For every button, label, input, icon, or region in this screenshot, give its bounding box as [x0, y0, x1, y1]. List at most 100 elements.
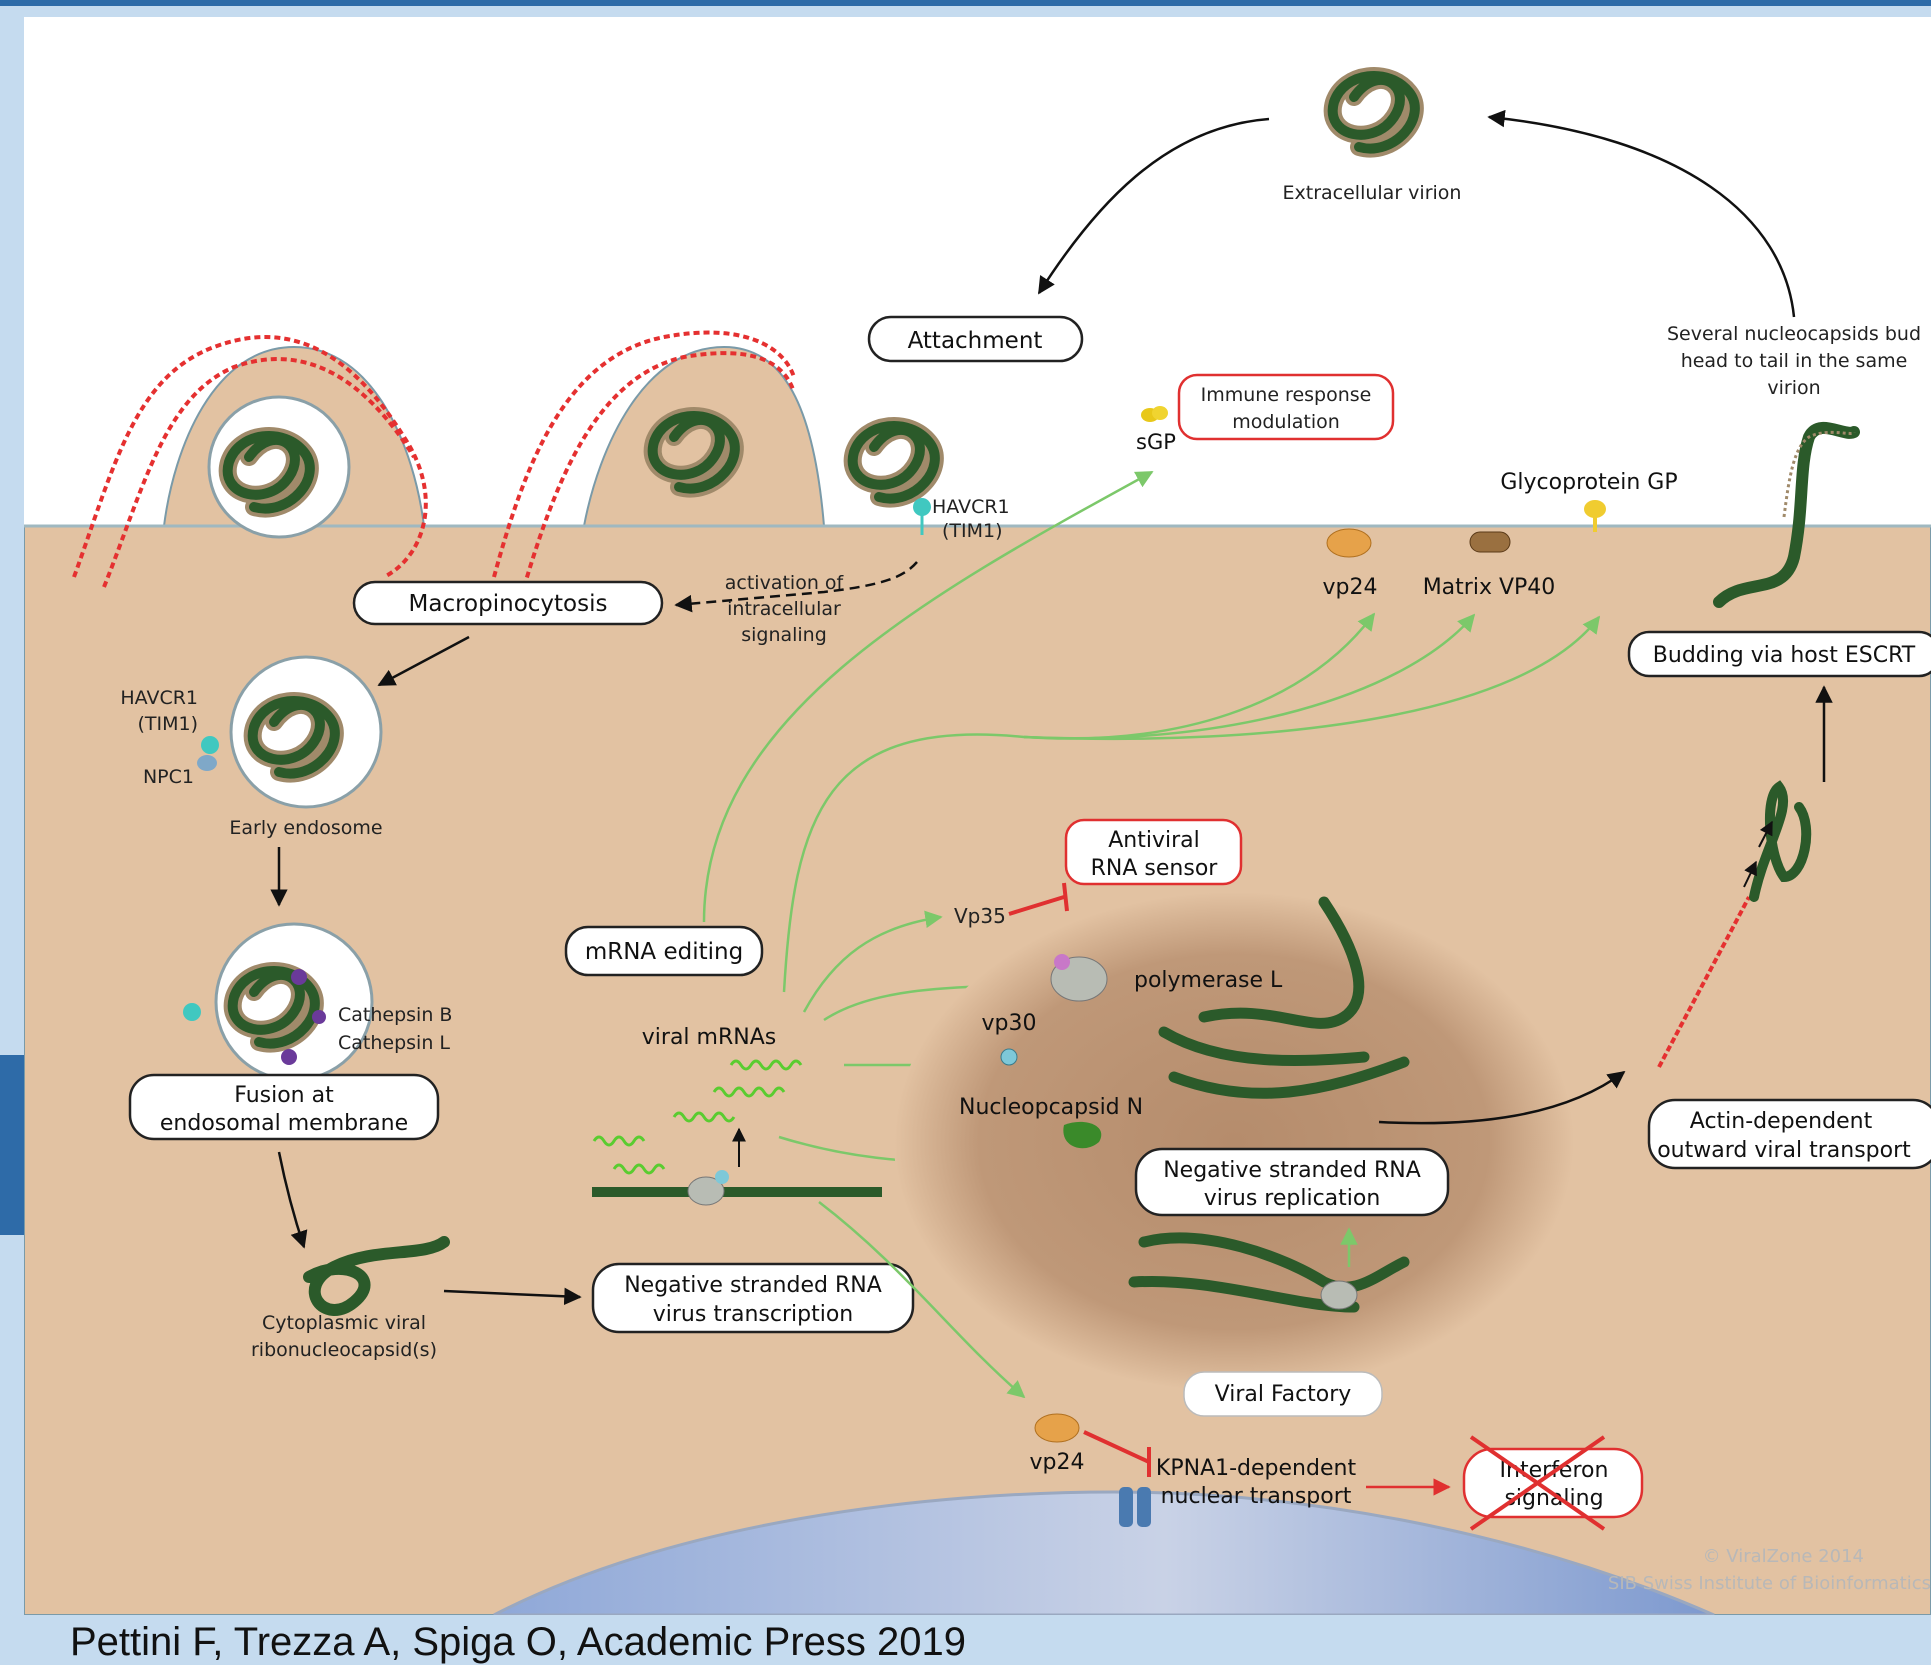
- sgp-icon-2: [1152, 406, 1168, 420]
- transcription-box: [591, 1262, 915, 1334]
- macropinocytosis-box: [352, 580, 664, 626]
- transcription-polymerase-icon: [687, 1176, 725, 1206]
- several-nucleocapsids-label-3: virion: [1767, 377, 1820, 399]
- immune-response-label-1: Immune response: [1201, 384, 1372, 406]
- arrow-to-attachment: [1037, 117, 1270, 295]
- cathepsin-l-label: Cathepsin L: [338, 1032, 450, 1054]
- matrix-vp40-icon: [1469, 531, 1511, 553]
- transcription-label-1: Negative stranded RNA: [624, 1273, 882, 1298]
- dashed-signaling-arrow: [674, 561, 918, 613]
- havcr1-label: HAVCR1: [932, 496, 1010, 518]
- top-border: [0, 0, 1931, 6]
- vp24-top-icon: [1326, 528, 1372, 558]
- cathepsin-b-label: Cathepsin B: [338, 1004, 452, 1026]
- kpna1-label-1: KPNA1-dependent: [1156, 1456, 1357, 1481]
- several-nucleocapsids-label-1: Several nucleocapsids bud: [1667, 323, 1921, 345]
- vp35-inhibition-bar: [1062, 882, 1069, 912]
- activation-label-1: activation of: [725, 572, 845, 594]
- mrna-editing-label: mRNA editing: [585, 939, 743, 965]
- vp24-bottom-icon: [1034, 1413, 1080, 1443]
- antiviral-sensor-box: [1064, 818, 1243, 886]
- vp24-bottom-label: vp24: [1030, 1450, 1085, 1475]
- replication-label-1: Negative stranded RNA: [1163, 1158, 1421, 1183]
- viral-lifecycle-diagram: Extracellular virion Attachment Several …: [24, 17, 1931, 1615]
- green-expression-arrows: [702, 470, 1601, 1399]
- sgp-label: sGP: [1136, 430, 1176, 454]
- viral-mrnas-label: viral mRNAs: [642, 1025, 776, 1050]
- cytoplasmic-label-1: Cytoplasmic viral: [262, 1312, 426, 1334]
- nucleocapsid-label: Nucleopcapsid N: [959, 1095, 1143, 1120]
- fusion-label-2: endosomal membrane: [160, 1111, 408, 1136]
- vp24-inhibition: [1083, 1430, 1150, 1464]
- replication-label-2: virus replication: [1204, 1186, 1381, 1211]
- vp30-bound-icon: [715, 1170, 729, 1184]
- diagram-frame: Extracellular virion Attachment Several …: [24, 17, 1931, 1615]
- receptor-late-icon: [183, 1003, 201, 1021]
- several-nucleocapsids-label-2: head to tail in the same: [1681, 350, 1908, 372]
- activation-label-3: signaling: [741, 624, 827, 646]
- fusion-label-1: Fusion at: [234, 1083, 334, 1108]
- replication-polymerase-icon: [1320, 1280, 1358, 1310]
- kpna1-label-2: nuclear transport: [1161, 1484, 1352, 1509]
- copyright-line-1: © ViralZone 2014: [1703, 1546, 1864, 1567]
- actin-label-1: Actin-dependent: [1690, 1109, 1873, 1134]
- immune-response-label-2: modulation: [1232, 411, 1340, 433]
- antiviral-label-2: RNA sensor: [1091, 856, 1219, 881]
- early-endosome-label: Early endosome: [229, 817, 382, 839]
- immune-response-box: [1177, 373, 1395, 441]
- arrow-to-early-endosome: [377, 635, 470, 687]
- budding-virion-envelope: [1782, 430, 1856, 518]
- nucleus: [493, 1490, 1715, 1615]
- tim1-label: (TIM1): [942, 520, 1003, 542]
- activation-label-2: intracellular: [727, 598, 841, 620]
- arrow-to-actin-transport: [1378, 1070, 1626, 1125]
- budding-virion: [1713, 421, 1860, 608]
- vp30-icon: [1000, 1048, 1018, 1066]
- attached-virion: [853, 426, 935, 499]
- attachment-label: Attachment: [908, 328, 1043, 354]
- glycoprotein-label: Glycoprotein GP: [1500, 470, 1677, 495]
- extracellular-virion-label: Extracellular virion: [1283, 182, 1462, 204]
- viral-factory-region: [894, 892, 1574, 1392]
- antiviral-label-1: Antiviral: [1108, 828, 1200, 853]
- transported-nucleocapsid: [1749, 780, 1812, 902]
- arrow-to-transcription: [443, 1287, 582, 1306]
- npc1-label: NPC1: [143, 766, 194, 788]
- viral-factory-box: [1183, 1371, 1383, 1417]
- transport-arrow-2: [1758, 820, 1773, 848]
- fusion-box: [128, 1073, 440, 1141]
- arrow-to-ribonucleocapsid: [277, 1151, 308, 1249]
- replication-box: [1134, 1147, 1450, 1217]
- left-accent-strip: [0, 1055, 24, 1235]
- attachment-box: [867, 315, 1084, 363]
- polymerase-cap-icon: [1054, 954, 1070, 970]
- viral-factory-label: Viral Factory: [1215, 1382, 1352, 1407]
- budding-label: Budding via host ESCRT: [1653, 643, 1916, 668]
- extracellular-virion-icon: [1333, 76, 1415, 149]
- vp35-label: Vp35: [954, 904, 1006, 928]
- cathepsin-l-icon: [281, 1049, 297, 1065]
- vp24-top-label: vp24: [1323, 575, 1378, 600]
- havcr1-endo-label: HAVCR1: [120, 687, 198, 709]
- nuclear-pore-icon: [1119, 1487, 1151, 1527]
- nucleocapsid-n-icon: [1063, 1121, 1102, 1149]
- arrow-budding-to-virion: [1487, 109, 1796, 318]
- cathepsin-b-icon: [291, 969, 307, 985]
- interferon-cross-2: [1469, 1435, 1606, 1531]
- matrix-vp40-label: Matrix VP40: [1423, 575, 1556, 600]
- actin-transport-box: [1647, 1098, 1931, 1170]
- transport-arrow-1: [1743, 860, 1757, 888]
- cytoplasmic-label-2: ribonucleocapsid(s): [251, 1339, 437, 1361]
- vp30-label: vp30: [982, 1011, 1037, 1036]
- mrna-editing-box: [564, 925, 764, 977]
- actin-filament: [1657, 896, 1751, 1068]
- glycoprotein-icon: [1584, 500, 1606, 518]
- tim1-endo-label: (TIM1): [137, 713, 198, 735]
- transcription-label-2: virus transcription: [653, 1302, 854, 1327]
- macropinocytosis-ruffles: [72, 330, 796, 588]
- macropinocytosis-label: Macropinocytosis: [409, 591, 608, 617]
- ribonucleocapsid-icon: [303, 1236, 450, 1316]
- havcr1-receptor-icon: [913, 498, 931, 516]
- budding-box: [1627, 630, 1931, 678]
- polymerase-l-label: polymerase L: [1134, 968, 1283, 993]
